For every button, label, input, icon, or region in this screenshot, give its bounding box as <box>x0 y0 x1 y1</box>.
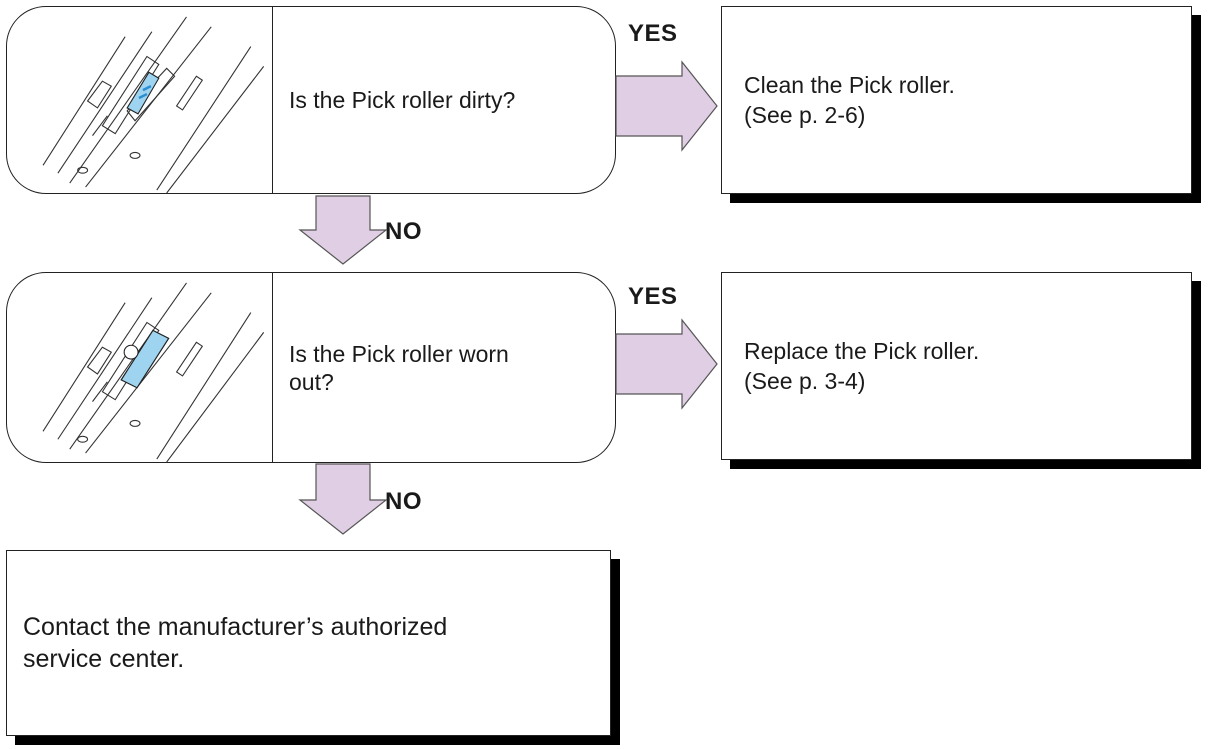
action-replace-line2: (See p. 3-4) <box>744 368 866 394</box>
final-contact-line1: Contact the manufacturer’s authorized <box>23 613 448 641</box>
no-arrow-1 <box>298 195 388 265</box>
action-box-replace: Replace the Pick roller. (See p. 3-4) <box>721 272 1192 460</box>
action-clean-line1: Clean the Pick roller. <box>744 72 955 98</box>
question-dirty: Is the Pick roller dirty? <box>289 87 516 113</box>
decision-box-dirty: Is the Pick roller dirty? <box>6 6 616 194</box>
action-box-clean: Clean the Pick roller. (See p. 2-6) <box>721 6 1192 194</box>
no-arrow-2 <box>298 463 388 535</box>
decision-box-worn: Is the Pick roller worn out? <box>6 272 616 463</box>
pick-roller-highlight <box>126 71 160 115</box>
action-replace-line1: Replace the Pick roller. <box>744 338 980 364</box>
action-clean-line2: (See p. 2-6) <box>744 102 866 128</box>
pick-roller-worn-highlight <box>120 329 170 389</box>
pick-roller-dirty-illustration <box>42 16 265 193</box>
decision-divider <box>272 7 273 193</box>
question-worn-line2: out? <box>289 368 334 395</box>
action-clean-text: Clean the Pick roller. (See p. 2-6) <box>744 70 1171 130</box>
no-label-1: NO <box>385 218 422 245</box>
yes-arrow-1 <box>615 60 718 152</box>
yes-arrow-2 <box>615 318 718 410</box>
question-worn: Is the Pick roller worn out? <box>289 340 595 396</box>
yes-label-2: YES <box>628 283 678 310</box>
question-worn-line1: Is the Pick roller worn <box>289 340 509 367</box>
final-contact-text: Contact the manufacturer’s authorized se… <box>23 611 590 675</box>
final-contact-line2: service center. <box>23 645 185 673</box>
decision-divider <box>272 273 273 462</box>
action-replace-text: Replace the Pick roller. (See p. 3-4) <box>744 336 1171 396</box>
no-label-2: NO <box>385 488 422 515</box>
pick-roller-worn-illustration <box>42 282 265 462</box>
final-contact-box: Contact the manufacturer’s authorized se… <box>6 550 611 736</box>
yes-label-1: YES <box>628 20 678 47</box>
